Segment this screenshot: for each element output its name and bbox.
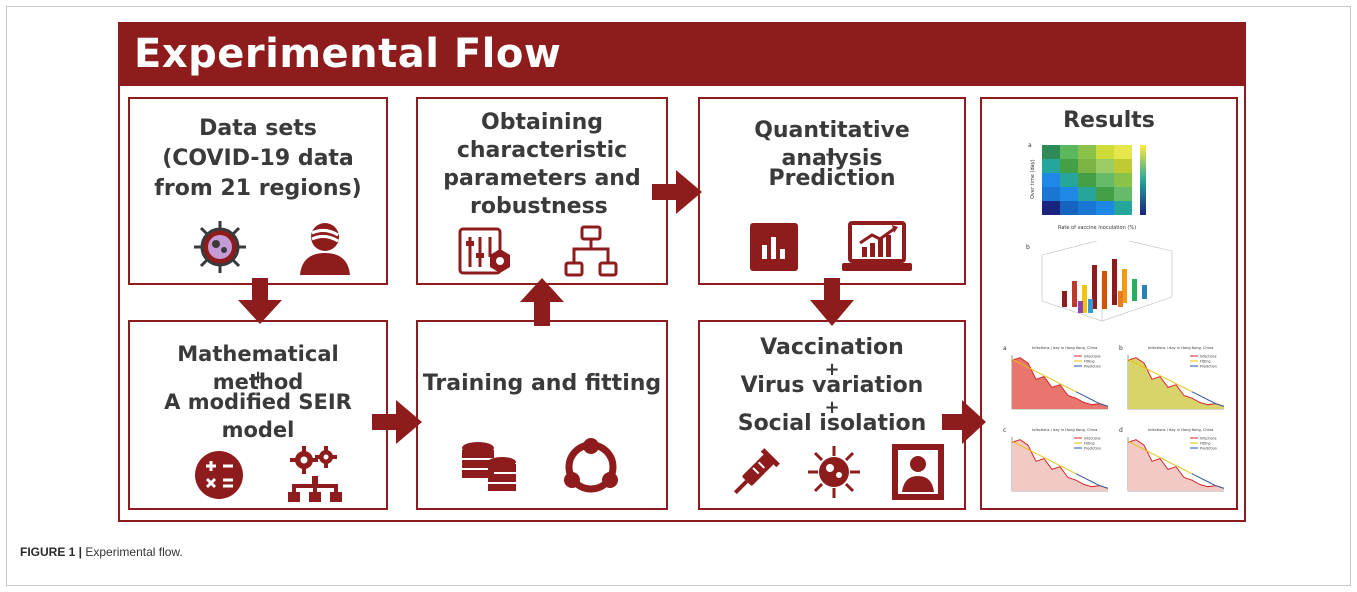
mini-chart-legend-label: Prediction [1200, 365, 1217, 369]
calculator-icon [195, 451, 243, 499]
mini-chart-legend-label: Prediction [1200, 447, 1217, 451]
mini-chart-prediction-line [1191, 473, 1225, 489]
mini-chart-label: d [1119, 427, 1123, 434]
bar3d-panel-label: b [1026, 244, 1030, 251]
box-training-fitting: Training and fitting [416, 320, 668, 510]
figure-frame [6, 6, 1351, 586]
mini-chart-label: b [1119, 345, 1123, 352]
mini-chart-legend-label: Fitting [1200, 360, 1211, 364]
mini-chart-infections-line [1011, 439, 1109, 489]
mini-chart-area [1012, 439, 1108, 491]
caption-label: FIGURE 1 | [20, 545, 83, 559]
mini-line-chart-d: d Infections / day in Hong Kong, ChinaInf… [1119, 427, 1225, 492]
box-data-sets: Data sets (COVID-19 data from 21 regions… [128, 97, 388, 285]
math-line-3: A modified SEIR [164, 390, 352, 414]
mini-chart-infections-line [1011, 357, 1109, 407]
params-line-1: Obtaining [481, 110, 603, 135]
arrow-right-vacc-to-results [942, 400, 986, 444]
math-line-4: model [221, 418, 295, 442]
mini-chart-legend-label: Infections [1200, 437, 1217, 441]
mini-chart-title: Infections / day in Hong Kong, China [1032, 428, 1097, 432]
mini-chart-prediction-line [1191, 391, 1225, 407]
quant-line-3: Prediction [768, 166, 896, 191]
experimental-flow-panel: Experimental Flow Data sets (COVID-19 da… [118, 22, 1246, 522]
box-mathematical-method: Mathematical method + A modified SEIR mo… [128, 320, 388, 510]
person-isolation-icon [892, 444, 944, 500]
flowchart-icon [564, 225, 618, 277]
mini-chart-label: c [1003, 427, 1006, 434]
vacc-line-2: + [824, 359, 840, 380]
mini-line-chart-b: b Infections / day in Hong Kong, ChinaInf… [1119, 345, 1225, 410]
vacc-line-4: + [824, 397, 840, 418]
box-quantitative-analysis: Quantitative analysis + Prediction [698, 97, 966, 285]
mini-line-chart-a: a Infections / day in Hong Kong, ChinaInf… [1003, 345, 1109, 410]
mini-chart-legend-label: Fitting [1084, 360, 1095, 364]
mini-line-chart-c: c Infections / day in Hong Kong, ChinaInf… [1003, 427, 1109, 492]
patient-icon [300, 223, 350, 275]
arrow-down-quant-to-vacc [810, 278, 854, 326]
mini-chart-legend-label: Infections [1200, 355, 1217, 359]
heatmap-xlabel: Rate of vaccine inoculation (%) [1058, 225, 1136, 231]
share-network-icon [564, 438, 618, 493]
math-line-1: Mathematical method [177, 342, 339, 394]
laptop-chart-icon [842, 221, 912, 271]
title-banner: Experimental Flow [120, 24, 1244, 86]
mini-chart-legend-label: Infections [1084, 355, 1101, 359]
mini-chart-prediction-line [1075, 473, 1109, 489]
mini-chart-prediction-line [1075, 391, 1109, 407]
virus-icon [194, 221, 246, 273]
data-sets-line-2: (COVID-19 data [162, 146, 354, 171]
mini-chart-title: Infections / day in Hong Kong, China [1148, 428, 1213, 432]
quant-line-1: Quantitative analysis [754, 118, 910, 171]
mini-chart-infections-line [1127, 439, 1225, 489]
arrow-down-datasets-to-math [238, 278, 282, 324]
mini-chart-legend-label: Prediction [1084, 447, 1101, 451]
mini-chart-title: Infections / day in Hong Kong, China [1148, 346, 1213, 350]
box-characteristic-parameters: Obtaining characteristic parameters and … [416, 97, 668, 285]
mini-chart-legend-label: Fitting [1084, 442, 1095, 446]
vacc-line-3: Virus variation [740, 373, 924, 398]
syringe-icon [733, 448, 780, 495]
figure-title: Experimental Flow [134, 31, 562, 77]
mini-chart-infections-line [1127, 357, 1225, 407]
params-line-4: robustness [470, 194, 608, 219]
gears-network-icon [288, 446, 342, 502]
params-line-3: parameters and [443, 166, 641, 191]
mini-chart-area [1128, 357, 1224, 409]
vacc-line-1: Vaccination [760, 335, 904, 360]
heatmap-panel-label: a [1028, 142, 1032, 149]
params-line-2: characteristic [456, 138, 628, 163]
mini-chart-legend-label: Prediction [1084, 365, 1101, 369]
mini-chart-area [1128, 439, 1224, 491]
mini-chart-legend-label: Fitting [1200, 442, 1211, 446]
box-vaccination: Vaccination + Virus variation + Social i… [698, 320, 966, 510]
results-3d-bar-thumbnail: b [1026, 241, 1173, 322]
bar-chart-icon [750, 223, 798, 271]
data-sets-line-1: Data sets [199, 116, 317, 141]
database-icon [462, 442, 516, 491]
results-heatmap-thumbnail: a Rate of vaccine inoculation (%) Over t… [1028, 142, 1146, 231]
vacc-line-5: Social isolation [737, 411, 927, 436]
arrow-right-params-to-quant [652, 170, 702, 214]
training-title: Training and fitting [422, 371, 662, 396]
caption-text: Experimental flow. [82, 545, 183, 559]
virus-variant-icon [808, 446, 860, 498]
mini-chart-legend-label: Infections [1084, 437, 1101, 441]
arrow-right-math-to-training [372, 400, 422, 444]
math-line-2: + [250, 367, 266, 388]
heatmap-ylabel: Over time (day) [1030, 159, 1036, 199]
mini-chart-area [1012, 357, 1108, 409]
arrow-up-training-to-params [520, 278, 564, 326]
figure-caption: FIGURE 1 | Experimental flow. [20, 545, 183, 559]
quant-line-2: + [824, 144, 840, 165]
mini-chart-label: a [1003, 345, 1007, 352]
box-results: Results a Rate of vaccine inoculation (%… [980, 97, 1238, 510]
results-title: Results [1063, 108, 1155, 133]
data-sets-line-3: from 21 regions) [154, 176, 362, 201]
mini-chart-title: Infections / day in Hong Kong, China [1032, 346, 1097, 350]
sliders-hex-icon [458, 227, 510, 275]
